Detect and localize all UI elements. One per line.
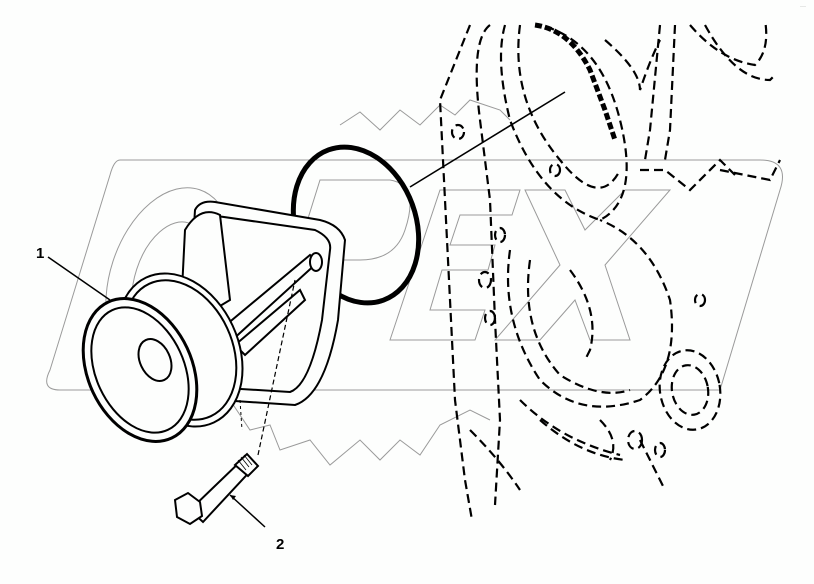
- callout-1-leader: [47, 256, 111, 301]
- callout-label-1: 1: [36, 245, 45, 262]
- callout-2-leader: [229, 494, 266, 528]
- corner-mark: ···: [800, 4, 806, 10]
- callout-label-2: 2: [276, 536, 285, 553]
